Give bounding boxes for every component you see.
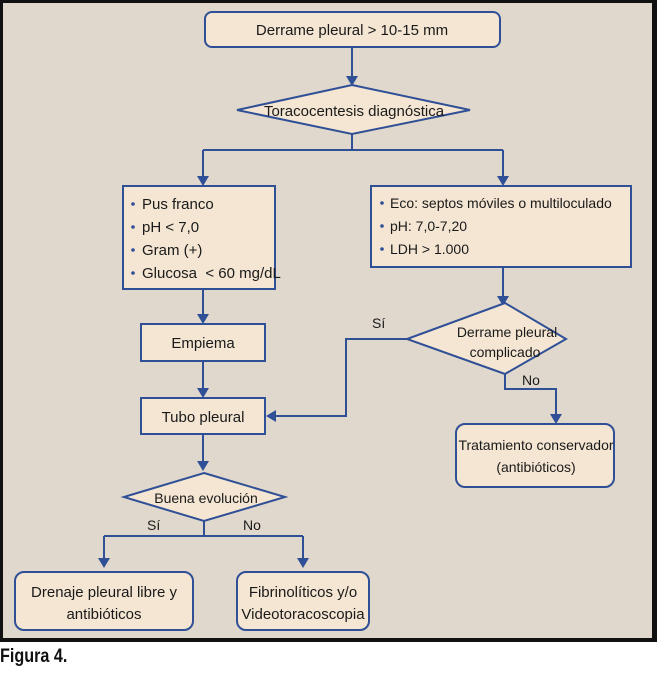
decision-label: Derrame pleural	[457, 324, 557, 340]
node-tratamiento-conservador: Tratamiento conservador (antibióticos)	[455, 423, 615, 488]
node-label: Empiema	[171, 335, 235, 352]
node-label: Tubo pleural	[162, 409, 245, 426]
criteria-item: pH: 7,0-7,20	[390, 218, 467, 234]
node-drenaje-pleural: Drenaje pleural libre y antibióticos	[14, 571, 194, 631]
criteria-item: Pus franco	[142, 196, 214, 213]
decision-derrame-complicado: Derrame pleural complicado	[404, 301, 568, 376]
node-label: Videotoracoscopia	[241, 606, 365, 623]
edge-complicado-no-to-conservador	[504, 374, 557, 418]
node-label: Derrame pleural > 10-15 mm	[256, 22, 448, 39]
arrowhead	[297, 558, 309, 568]
node-label: Fibrinolíticos y/o	[249, 584, 357, 601]
arrowhead	[550, 414, 562, 424]
criteria-item: Glucosa < 60 mg/dL	[142, 265, 281, 282]
node-empiema: Empiema	[140, 323, 266, 362]
connectors	[98, 47, 562, 568]
edge-complicado-yes-to-tubo	[272, 338, 421, 417]
arrowhead	[197, 461, 209, 471]
node-label: Tratamiento conservador	[458, 437, 613, 453]
edge-label-yes: Sí	[147, 517, 160, 533]
edge-label-no: No	[243, 517, 261, 533]
node-label: (antibióticos)	[496, 459, 575, 475]
arrowhead	[98, 558, 110, 568]
arrowhead	[346, 76, 358, 86]
arrowhead	[497, 176, 509, 186]
edge-label-no: No	[522, 372, 540, 388]
node-label: Drenaje pleural libre y	[31, 584, 177, 601]
node-left-criteria: Pus franco pH < 7,0 Gram (+) Glucosa < 6…	[122, 185, 281, 290]
criteria-item: Eco: septos móviles o multiloculado	[390, 195, 612, 211]
node-right-criteria: Eco: septos móviles o multiloculado pH: …	[370, 185, 632, 268]
flowchart: Derrame pleural > 10-15 mm Toracocentesi…	[14, 11, 632, 631]
edge-label-yes: Sí	[372, 315, 385, 331]
edge-evolucion-split	[103, 520, 304, 562]
node-tubo-pleural: Tubo pleural	[140, 397, 266, 435]
arrowhead	[197, 176, 209, 186]
criteria-item: pH < 7,0	[142, 219, 199, 236]
figure-caption: Figura 4.	[0, 646, 68, 667]
node-label: antibióticos	[66, 606, 141, 623]
decision-buena-evolucion: Buena evolución	[120, 471, 289, 523]
arrowhead	[197, 314, 209, 324]
decision-toracocentesis: Toracocentesis diagnóstica	[236, 83, 471, 136]
criteria-item: Gram (+)	[142, 242, 202, 259]
decision-label: Toracocentesis diagnóstica	[264, 103, 445, 120]
arrowhead	[497, 296, 509, 306]
decision-label: complicado	[470, 344, 541, 360]
edge-toracocentesis-split	[202, 133, 504, 180]
arrowhead	[197, 388, 209, 398]
node-fibrinoliticos: Fibrinolíticos y/o Videotoracoscopia	[236, 571, 370, 631]
decision-label: Buena evolución	[154, 490, 258, 506]
arrowhead	[266, 410, 276, 422]
node-derrame-pleural: Derrame pleural > 10-15 mm	[204, 11, 501, 48]
criteria-item: LDH > 1.000	[390, 241, 469, 257]
